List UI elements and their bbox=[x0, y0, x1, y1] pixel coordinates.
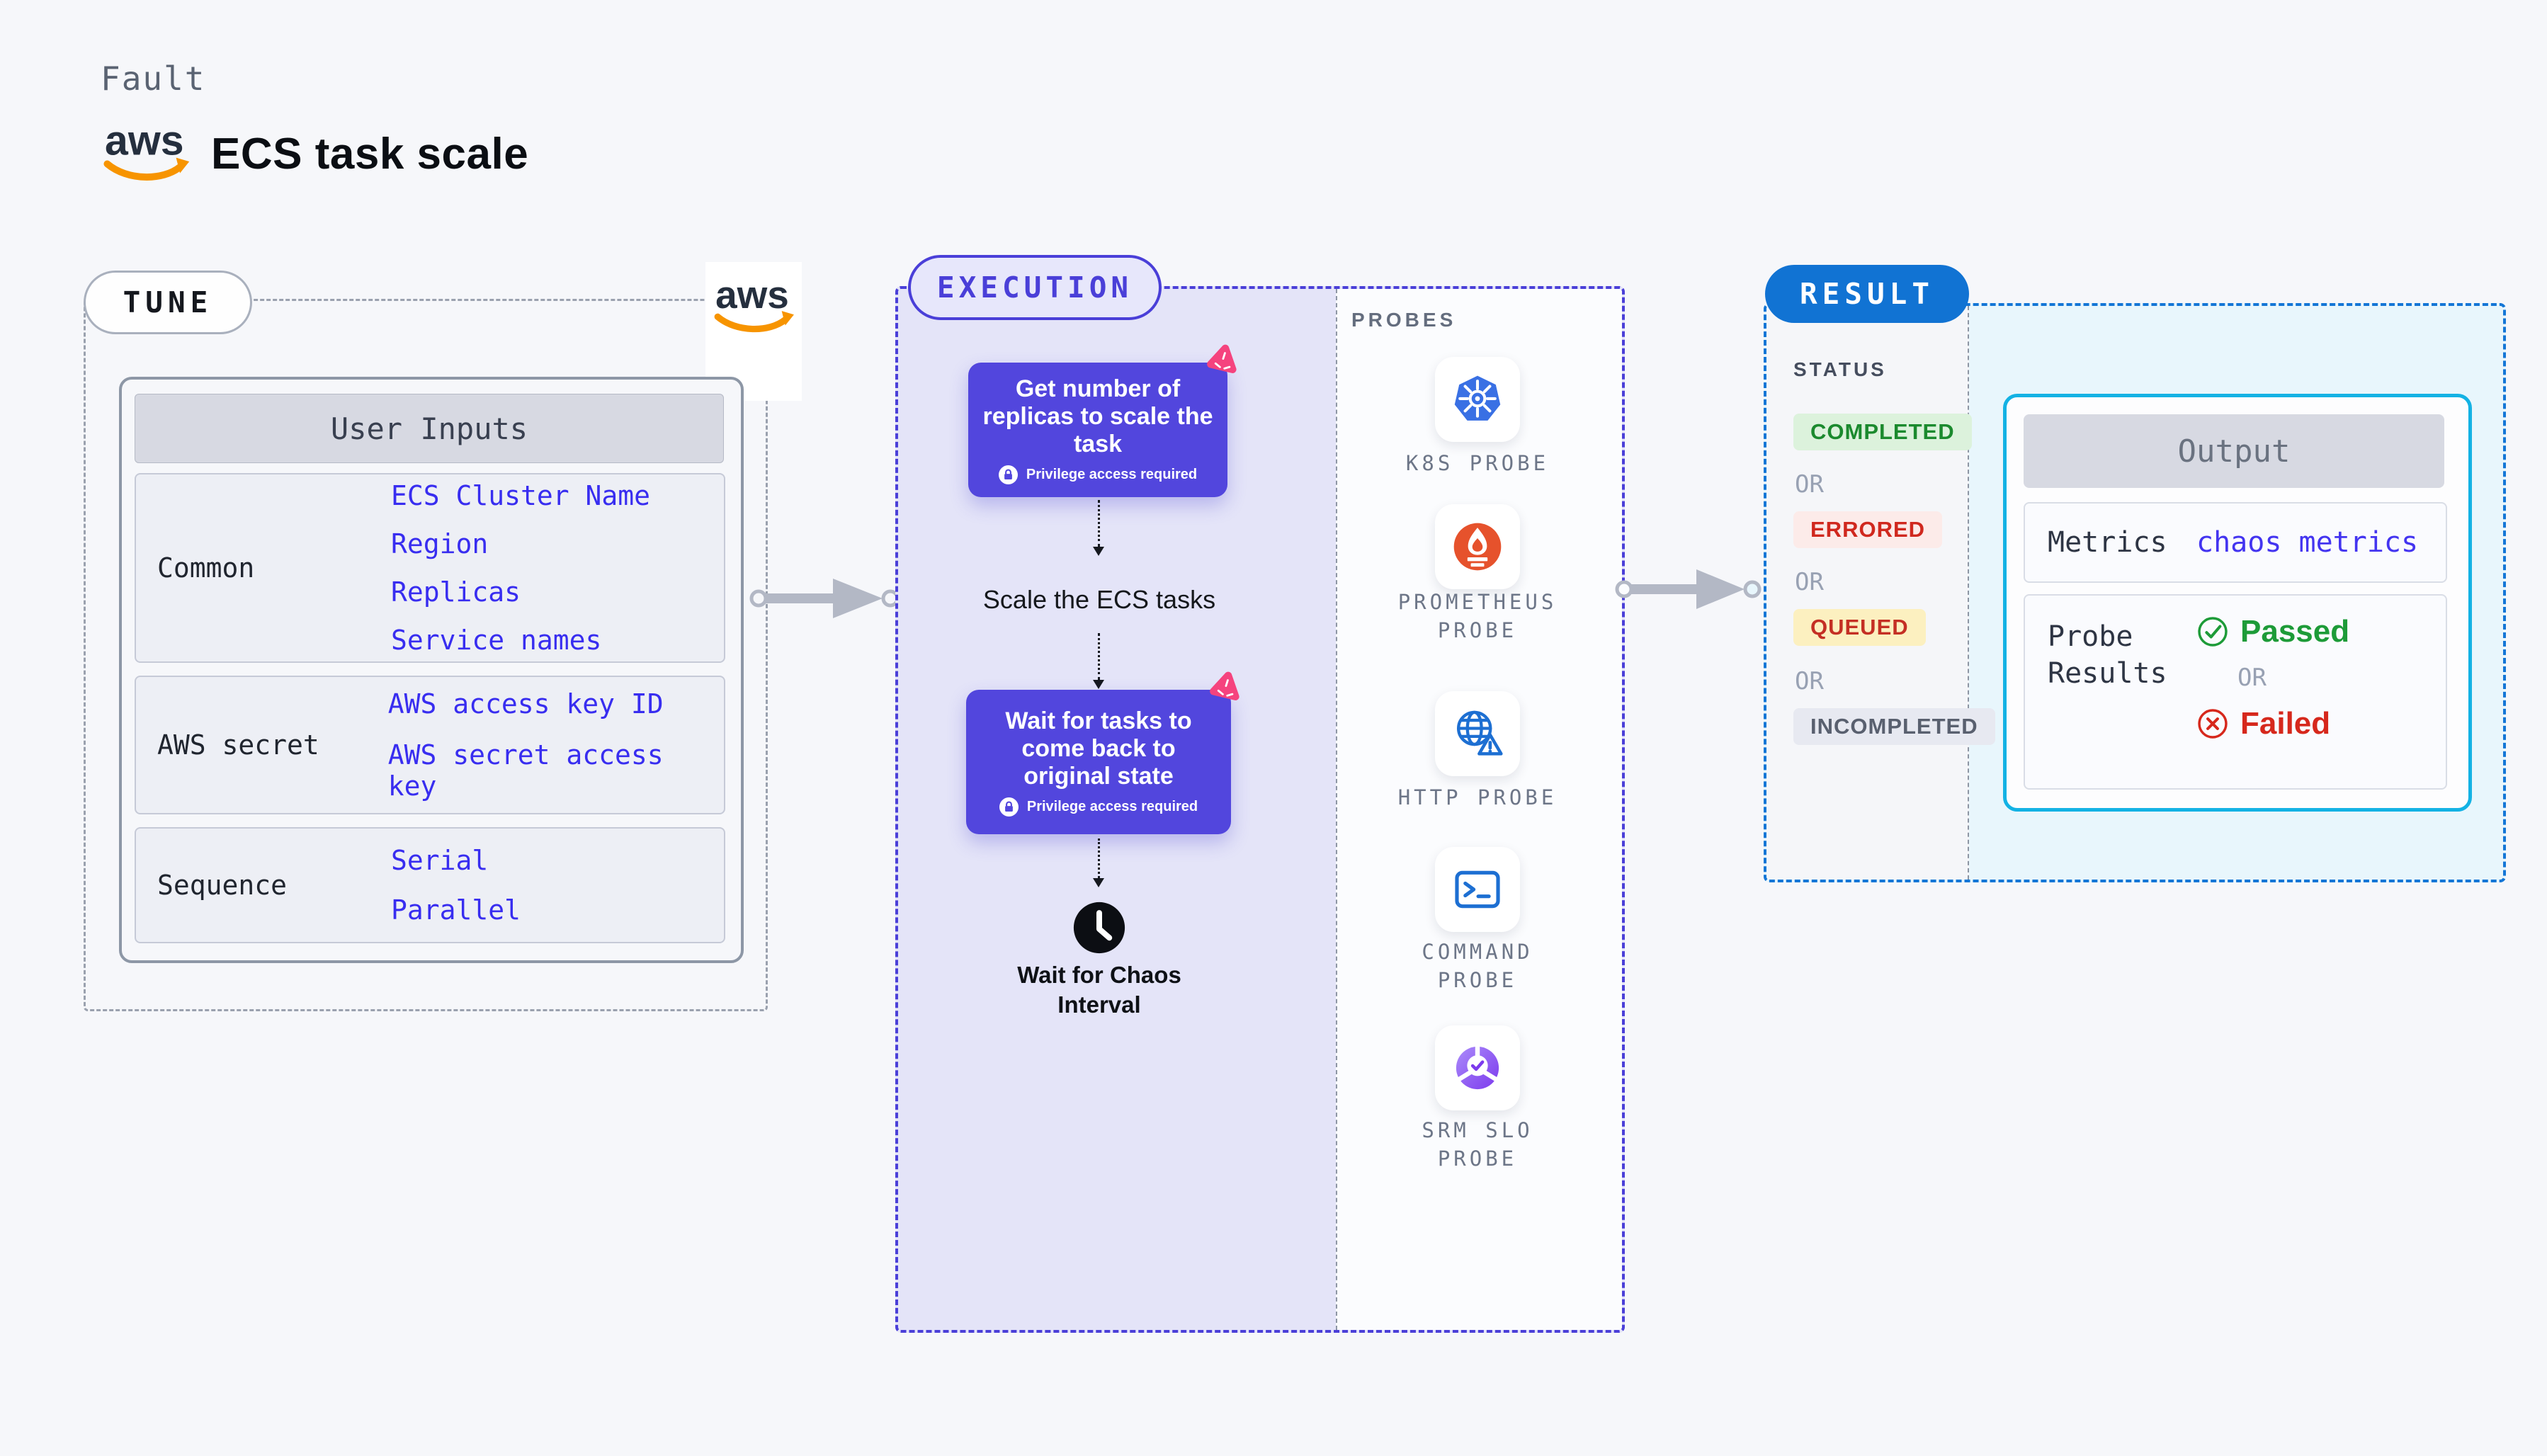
privilege-badge: Privilege access required bbox=[999, 797, 1198, 817]
http-globe-icon bbox=[1435, 691, 1520, 776]
or-separator: OR bbox=[2237, 664, 2267, 692]
terminal-icon bbox=[1435, 847, 1520, 932]
flow-connector-arrowhead bbox=[1093, 680, 1104, 689]
tune-badge: TUNE bbox=[84, 271, 252, 334]
result-badge: RESULT bbox=[1765, 265, 1969, 323]
arrow-tune-to-execution-icon bbox=[749, 576, 905, 625]
slo-pie-icon bbox=[1435, 1025, 1520, 1110]
clock-icon bbox=[1072, 901, 1126, 958]
flow-connector bbox=[1098, 500, 1100, 547]
metrics-row: Metrics chaos metrics bbox=[2024, 502, 2447, 583]
privilege-badge: Privilege access required bbox=[998, 465, 1198, 484]
failed-row: Failed bbox=[2196, 706, 2349, 741]
privilege-label: Privilege access required bbox=[1026, 799, 1198, 814]
user-inputs-row-aws-secret: AWS secret AWS access key ID AWS secret … bbox=[135, 676, 725, 814]
probe-label: HTTP PROBE bbox=[1397, 785, 1558, 809]
passed-row: Passed bbox=[2196, 614, 2349, 649]
user-inputs-header: User Inputs bbox=[135, 394, 724, 463]
prometheus-icon bbox=[1435, 504, 1520, 589]
step-node-get-replicas: Get number of replicas to scale the task… bbox=[968, 363, 1227, 497]
input-value: AWS access key ID bbox=[387, 688, 664, 720]
execution-badge: EXECUTION bbox=[908, 255, 1162, 320]
aws-logo-icon: aws bbox=[714, 275, 794, 333]
arrow-execution-to-result-icon bbox=[1615, 567, 1767, 615]
check-circle-icon bbox=[2198, 617, 2228, 647]
status-badge-incompleted: INCOMPLETED bbox=[1793, 708, 1995, 745]
input-value: Service names bbox=[391, 625, 602, 656]
passed-label: Passed bbox=[2240, 614, 2350, 649]
input-value: ECS Cluster Name bbox=[391, 480, 651, 511]
row-label: Common bbox=[157, 552, 255, 584]
flow-connector bbox=[1098, 633, 1100, 680]
step-node-wait-original-state: Wait for tasks to come back to original … bbox=[966, 690, 1231, 834]
flow-connector-arrowhead bbox=[1093, 547, 1104, 556]
lock-icon bbox=[998, 465, 1018, 484]
probe-results-row: Probe Results Passed OR Failed bbox=[2024, 594, 2447, 790]
privilege-label: Privilege access required bbox=[1026, 467, 1198, 482]
lock-icon bbox=[999, 797, 1019, 817]
probe-label: SRM SLO PROBE bbox=[1422, 1118, 1533, 1171]
wait-chaos-interval-label: Wait for Chaos Interval bbox=[1017, 962, 1181, 1018]
probe-label: K8S PROBE bbox=[1405, 451, 1550, 475]
user-inputs-row-common: Common ECS Cluster Name Region Replicas … bbox=[135, 473, 725, 663]
flow-connector-arrowhead bbox=[1093, 878, 1104, 887]
or-separator: OR bbox=[1795, 470, 1824, 499]
or-separator: OR bbox=[1795, 667, 1824, 695]
aws-logo-text: aws bbox=[105, 119, 184, 164]
or-separator: OR bbox=[1795, 568, 1824, 596]
status-badge-completed: COMPLETED bbox=[1793, 414, 1972, 450]
input-value: AWS secret access key bbox=[387, 739, 664, 802]
x-circle-icon bbox=[2198, 709, 2228, 739]
step-node-title: Get number of replicas to scale the task bbox=[982, 375, 1213, 457]
row-label: AWS secret bbox=[157, 729, 319, 761]
status-badge-errored: ERRORED bbox=[1793, 511, 1943, 548]
output-header: Output bbox=[2024, 414, 2444, 488]
status-title: STATUS bbox=[1793, 358, 1887, 380]
page-header: aws ECS task scale bbox=[99, 117, 529, 189]
probes-title: PROBES bbox=[1351, 309, 1457, 331]
probe-results-label: Probe Results bbox=[2048, 620, 2167, 690]
input-value: Parallel bbox=[391, 894, 521, 926]
failed-label: Failed bbox=[2240, 706, 2331, 741]
metrics-label: Metrics bbox=[2048, 526, 2167, 559]
aws-logo-text: aws bbox=[715, 275, 789, 317]
row-label: Sequence bbox=[157, 870, 288, 901]
chaos-pinwheel-icon bbox=[1206, 669, 1245, 712]
input-value: Region bbox=[391, 528, 489, 559]
probe-label: PROMETHEUS PROBE bbox=[1397, 590, 1558, 642]
probe-label: COMMAND PROBE bbox=[1422, 940, 1533, 992]
aws-logo-icon: aws bbox=[99, 117, 193, 189]
user-inputs-row-sequence: Sequence Serial Parallel bbox=[135, 827, 725, 943]
chaos-pinwheel-icon bbox=[1203, 341, 1242, 385]
scale-tasks-label: Scale the ECS tasks bbox=[982, 585, 1216, 614]
input-value: Replicas bbox=[391, 576, 521, 608]
metrics-value: chaos metrics bbox=[2196, 526, 2419, 559]
status-column bbox=[1766, 306, 1969, 880]
input-value: Serial bbox=[391, 845, 489, 876]
fault-kicker: Fault bbox=[101, 59, 206, 98]
page-title: ECS task scale bbox=[211, 130, 529, 178]
tune-section-box bbox=[84, 299, 768, 1011]
status-badge-queued: QUEUED bbox=[1793, 609, 1926, 646]
probes-panel bbox=[1336, 289, 1622, 1330]
flow-connector bbox=[1098, 838, 1100, 878]
kubernetes-icon bbox=[1435, 357, 1520, 442]
step-node-title: Wait for tasks to come back to original … bbox=[1005, 707, 1192, 790]
